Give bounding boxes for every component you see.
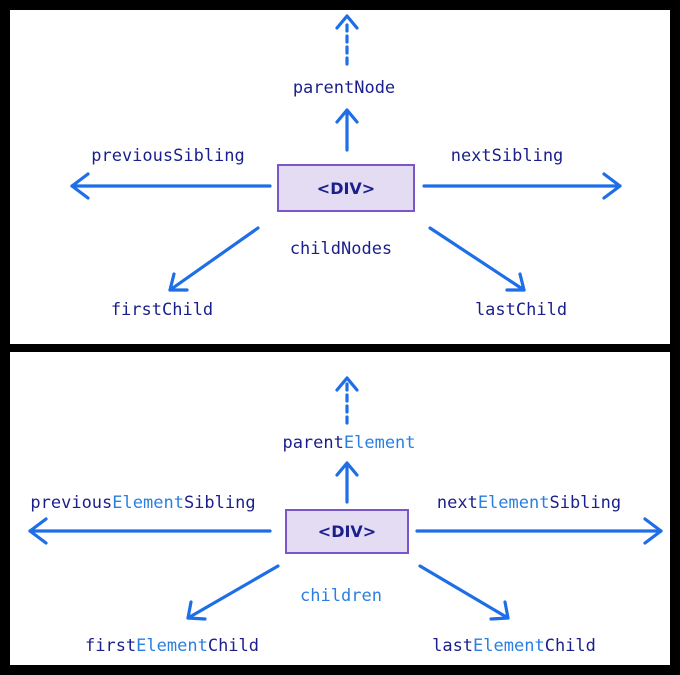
previous-arrow-bottom (28, 517, 272, 545)
parent-element-label: parentElement (282, 433, 416, 453)
div-node-box-top: <DIV> (277, 164, 415, 212)
previous-sibling-label: previousSibling (91, 146, 245, 166)
last-child-label: lastChild (474, 300, 568, 320)
first-element-child-label: firstElementChild (84, 636, 260, 656)
first-child-label: firstChild (110, 300, 214, 320)
next-arrow-top (422, 172, 622, 200)
last-element-child-label: lastElementChild (432, 636, 596, 656)
div-node-box-bottom: <DIV> (285, 509, 409, 554)
child-nodes-label: childNodes (289, 239, 393, 259)
parent-node-label: parentNode (292, 78, 396, 98)
parent-arrow-bottom (335, 376, 359, 504)
first-child-arrow-bottom (186, 564, 280, 621)
first-child-arrow-top (168, 226, 260, 292)
last-child-arrow-bottom (418, 564, 510, 621)
parent-arrow-top (335, 14, 359, 152)
last-child-arrow-top (428, 226, 526, 292)
next-sibling-label: nextSibling (450, 146, 564, 166)
children-label: children (300, 586, 382, 606)
next-arrow-bottom (415, 517, 663, 545)
next-element-sibling-label: nextElementSibling (436, 493, 622, 513)
previous-arrow-top (70, 172, 272, 200)
bottom-panel (10, 352, 670, 665)
previous-element-sibling-label: previousElementSibling (30, 493, 256, 513)
